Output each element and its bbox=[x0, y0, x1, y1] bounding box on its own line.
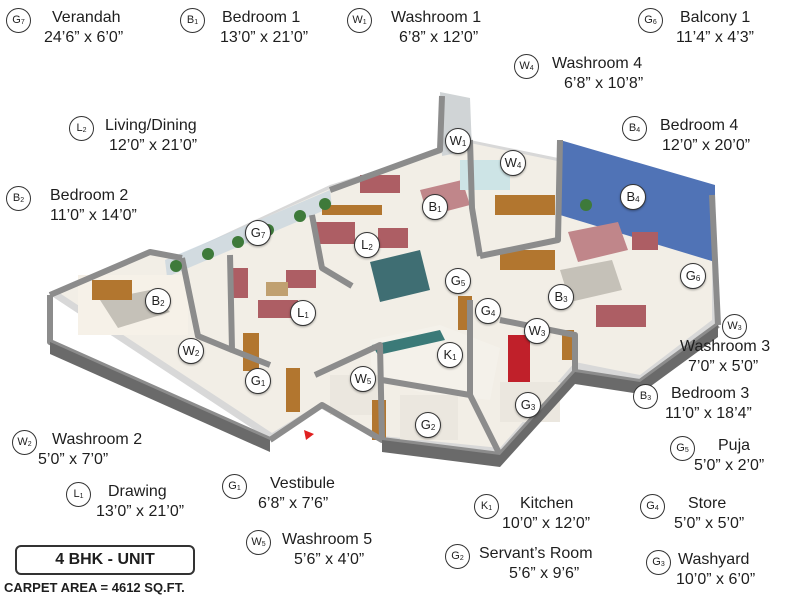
legend-name: Washroom 4 bbox=[552, 55, 643, 72]
plan-marker-g2: G2 bbox=[415, 412, 441, 438]
legend-dim: 11’0” x 14’0” bbox=[50, 207, 137, 224]
legend-dim: 5’6” x 4’0” bbox=[294, 551, 365, 568]
plan-marker-w3: W3 bbox=[524, 318, 550, 344]
legend-name: Bedroom 2 bbox=[50, 187, 129, 204]
legend-dim: 10’0” x 6’0” bbox=[676, 571, 756, 588]
legend-dim: 11’0” x 18’4” bbox=[665, 405, 752, 422]
plan-marker-g7: G7 bbox=[245, 220, 271, 246]
legend-code-w3: W3 bbox=[722, 314, 747, 339]
legend-code-w4: W4 bbox=[514, 54, 539, 79]
legend-code-g2: G2 bbox=[445, 544, 470, 569]
legend-code-w2: W2 bbox=[12, 430, 37, 455]
legend-code-b1: B1 bbox=[180, 8, 205, 33]
legend-code-b4: B4 bbox=[622, 116, 647, 141]
legend-dim: 11’4” x 4’3” bbox=[676, 29, 754, 46]
legend-code-b2: B2 bbox=[6, 186, 31, 211]
legend-name: Living/Dining bbox=[105, 117, 197, 134]
legend-dim: 5’0” x 5’0” bbox=[674, 515, 745, 532]
bedroom-3-area bbox=[500, 250, 646, 327]
legend-name: Kitchen bbox=[520, 495, 574, 512]
legend-code-w1: W1 bbox=[347, 8, 372, 33]
legend-name: Puja bbox=[718, 437, 751, 454]
legend-name: Bedroom 1 bbox=[222, 9, 301, 26]
legend-code-k1: K1 bbox=[474, 494, 499, 519]
legend-code-g5: G5 bbox=[670, 436, 695, 461]
plan-marker-b2: B2 bbox=[145, 288, 171, 314]
legend-name: Vestibule bbox=[270, 475, 335, 492]
plan-marker-l2: L2 bbox=[354, 232, 380, 258]
legend-code-b3: B3 bbox=[633, 384, 658, 409]
legend-name: Store bbox=[688, 495, 727, 512]
drawing-room-area bbox=[230, 268, 316, 318]
plan-marker-g1: G1 bbox=[245, 368, 271, 394]
legend-name: Washroom 5 bbox=[282, 531, 373, 548]
carpet-area: CARPET AREA = 4612 SQ.FT. bbox=[4, 580, 185, 595]
legend-code-l1: L1 bbox=[66, 482, 91, 507]
plan-marker-b3: B3 bbox=[548, 284, 574, 310]
legend-code-g7: G7 bbox=[6, 8, 31, 33]
plan-marker-b4: B4 bbox=[620, 184, 646, 210]
legend-code-g4: G4 bbox=[640, 494, 665, 519]
legend-dim: 6’8” x 7’6” bbox=[258, 495, 329, 512]
legend-code-g3: G3 bbox=[646, 550, 671, 575]
bedroom-2-area bbox=[78, 275, 188, 335]
legend-name: Drawing bbox=[108, 483, 167, 500]
plan-marker-w4: W4 bbox=[500, 150, 526, 176]
plan-marker-g6: G6 bbox=[680, 263, 706, 289]
plan-marker-w2: W2 bbox=[178, 338, 204, 364]
outer-wall-front-right bbox=[382, 325, 718, 467]
legend-dim: 12’0” x 21’0” bbox=[109, 137, 198, 154]
legend-dim: 6’8” x 10’8” bbox=[564, 75, 644, 92]
plan-marker-g3: G3 bbox=[515, 392, 541, 418]
legend-name: Servant’s Room bbox=[479, 545, 593, 562]
legend-name: Verandah bbox=[52, 9, 121, 26]
legend-dim: 13’0” x 21’0” bbox=[96, 503, 185, 520]
legend-name: Washroom 3 bbox=[680, 338, 771, 355]
plan-marker-g4: G4 bbox=[475, 298, 501, 324]
legend-dim: 12’0” x 20’0” bbox=[662, 137, 751, 154]
legend-code-w5: W5 bbox=[246, 530, 271, 555]
legend-dim: 13’0” x 21’0” bbox=[220, 29, 309, 46]
legend-code-g1: G1 bbox=[222, 474, 247, 499]
plan-marker-k1: K1 bbox=[437, 342, 463, 368]
entrance-arrow bbox=[304, 430, 314, 440]
plan-marker-w1: W1 bbox=[445, 128, 471, 154]
bedroom-4-area bbox=[495, 195, 658, 262]
plan-marker-g5: G5 bbox=[445, 268, 471, 294]
living-dining-area bbox=[315, 205, 430, 302]
legend-code-g6: G6 bbox=[638, 8, 663, 33]
legend-dim: 10’0” x 12’0” bbox=[502, 515, 591, 532]
unit-type-badge: 4 BHK - UNIT bbox=[15, 545, 195, 575]
legend-name: Balcony 1 bbox=[680, 9, 751, 26]
legend-dim: 24’6” x 6’0” bbox=[44, 29, 124, 46]
plan-marker-l1: L1 bbox=[290, 300, 316, 326]
legend-name: Washroom 1 bbox=[391, 9, 482, 26]
outer-wall-front bbox=[50, 342, 270, 452]
legend-name: Washyard bbox=[678, 551, 750, 568]
plan-marker-w5: W5 bbox=[350, 366, 376, 392]
legend-dim: 6’8” x 12’0” bbox=[399, 29, 479, 46]
legend-dim: 5’6” x 9’6” bbox=[509, 565, 580, 582]
legend-dim: 5’0” x 2’0” bbox=[694, 457, 765, 474]
legend-name: Washroom 2 bbox=[52, 431, 143, 448]
legend-code-l2: L2 bbox=[69, 116, 94, 141]
legend-dim: 7’0” x 5’0” bbox=[688, 358, 759, 375]
plan-marker-b1: B1 bbox=[422, 194, 448, 220]
legend-dim: 5’0” x 7’0” bbox=[38, 451, 109, 468]
legend-name: Bedroom 3 bbox=[671, 385, 750, 402]
legend-name: Bedroom 4 bbox=[660, 117, 739, 134]
